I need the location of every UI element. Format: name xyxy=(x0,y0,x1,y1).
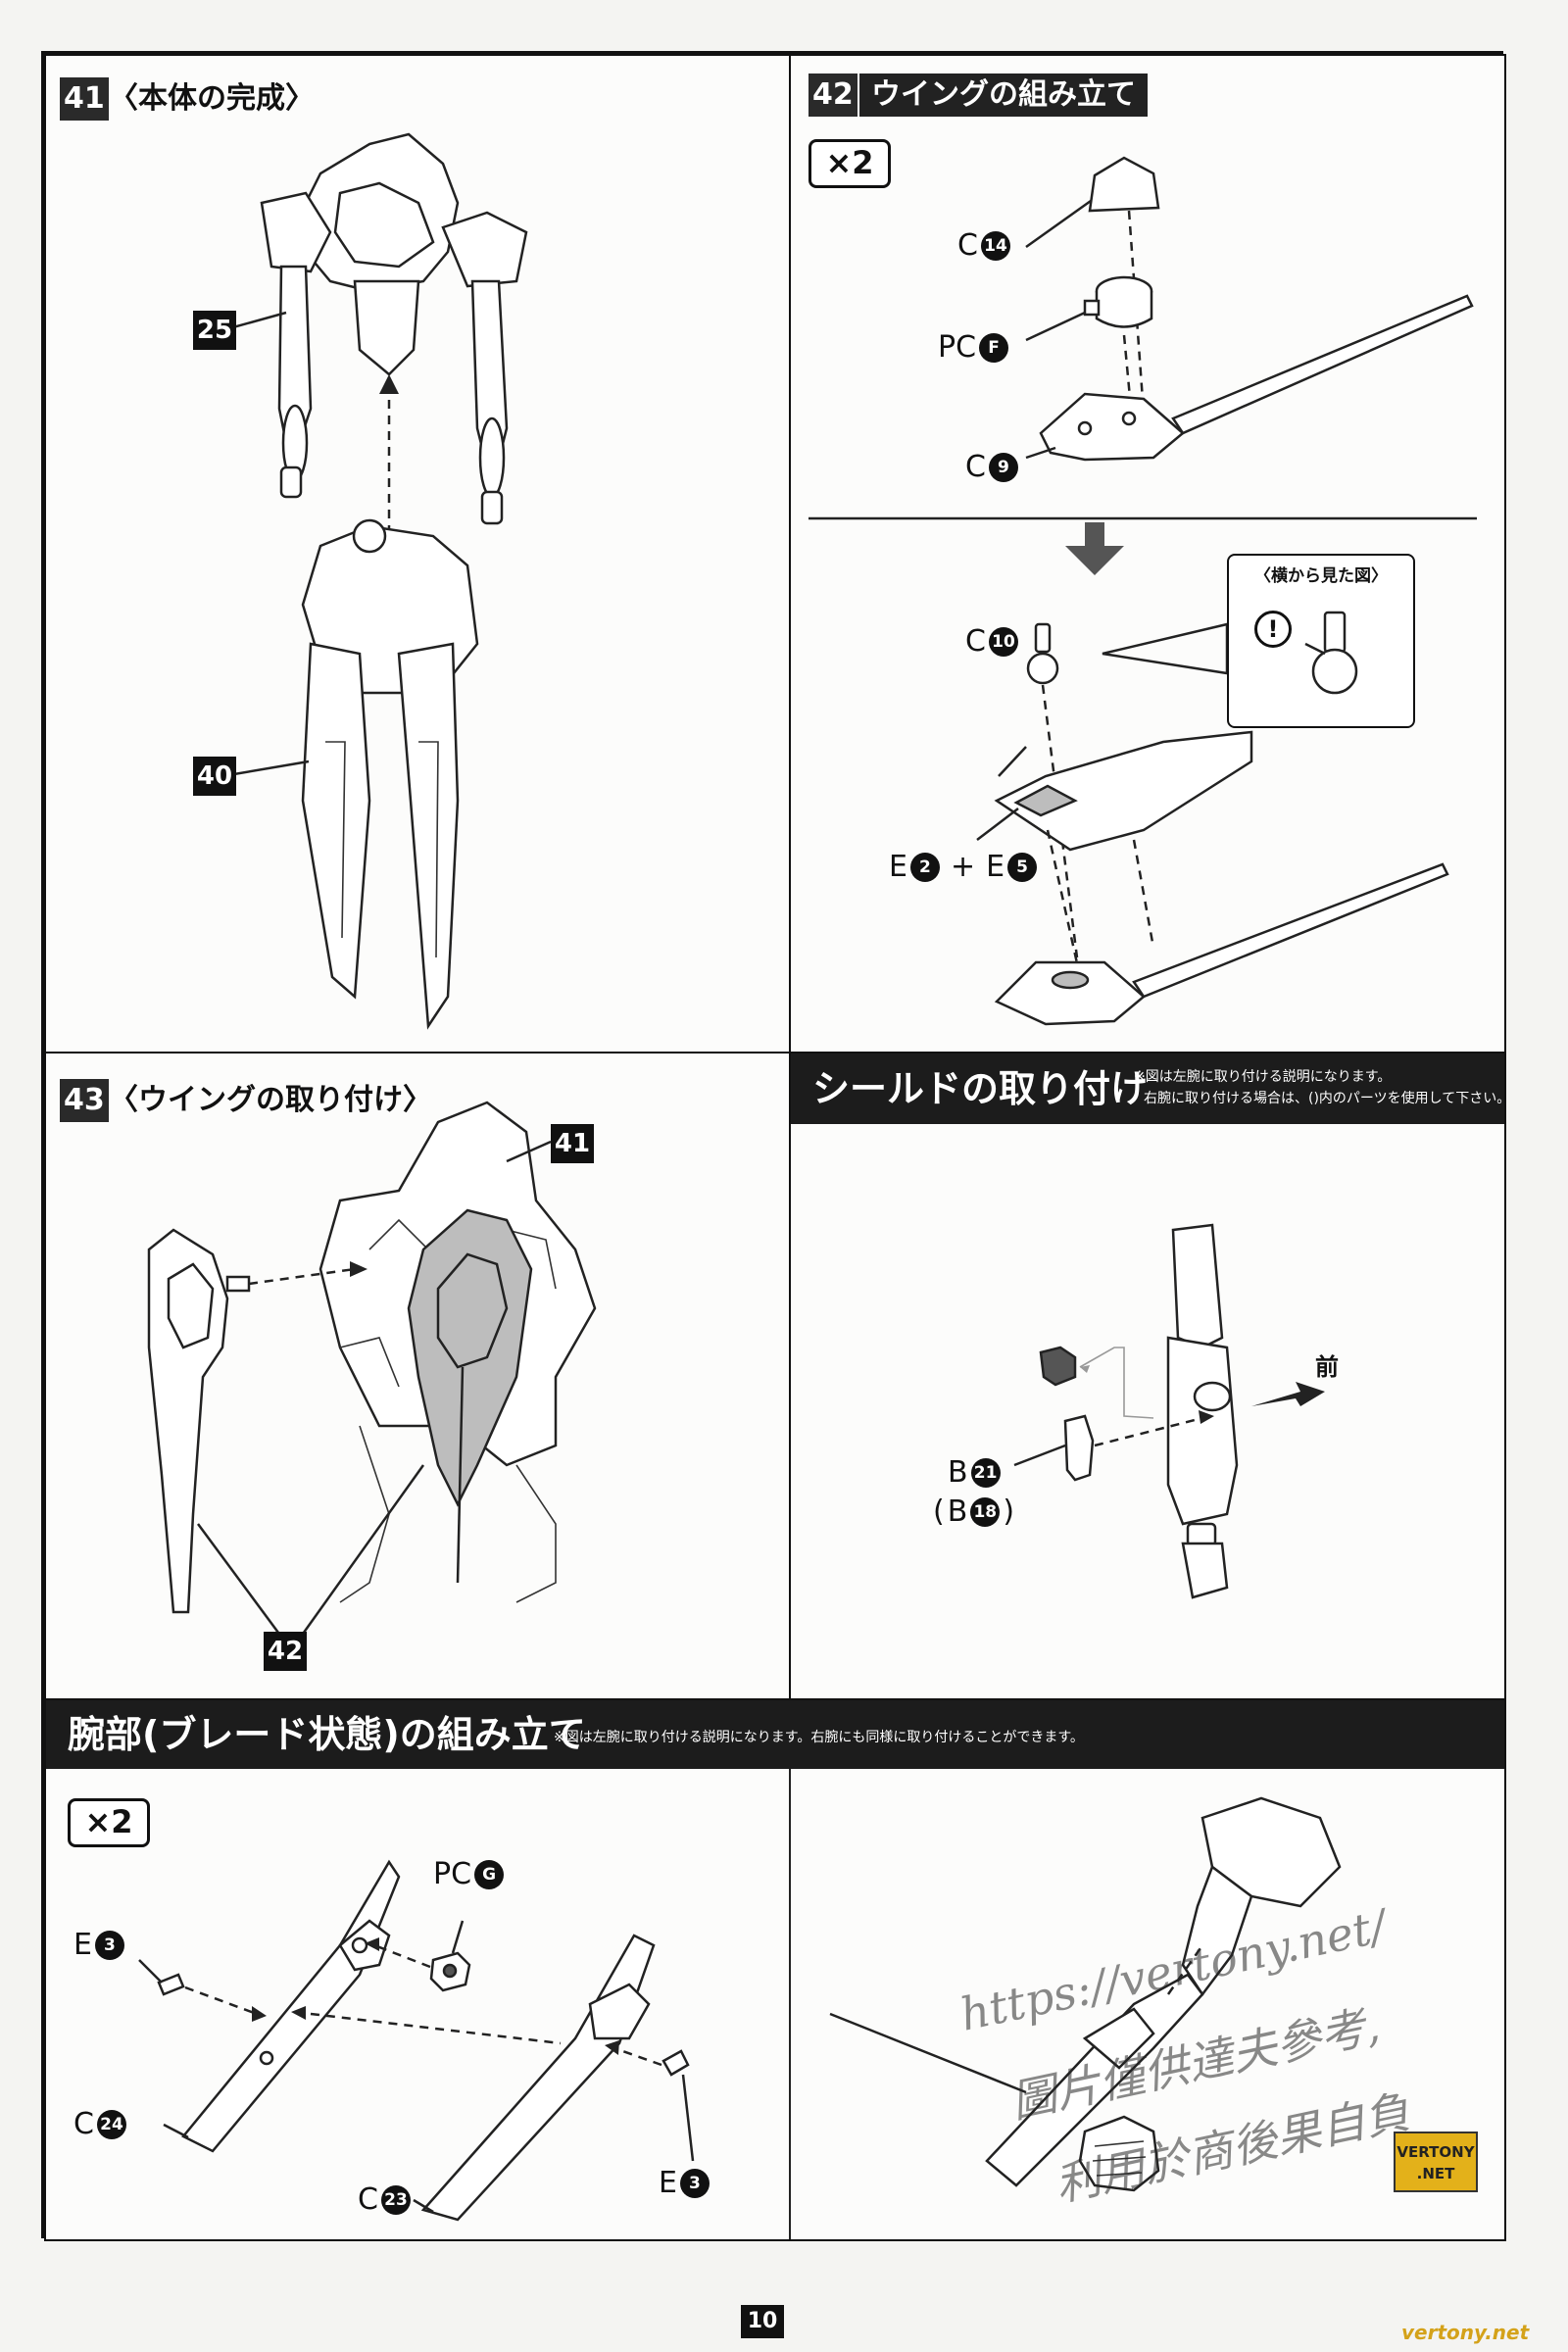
part-number: F xyxy=(979,333,1009,363)
part-letter: C xyxy=(74,2107,94,2141)
part-number: 14 xyxy=(980,231,1010,261)
part-number: 23 xyxy=(380,2185,411,2215)
part-number: 18 xyxy=(970,1497,1001,1527)
arm-multiplier-badge: ×2 xyxy=(68,1798,150,1847)
part-letter: E xyxy=(74,1928,92,1962)
part-tag-40: 40 xyxy=(193,757,236,796)
logo-line-2: .NET xyxy=(1416,2165,1455,2182)
arm-panel: 腕部(ブレード状態)の組み立て ※図は左腕に取り付ける説明になります。右腕にも同… xyxy=(44,1698,1506,2241)
side-view-peg xyxy=(1304,611,1358,695)
arm-note: ※図は左腕に取り付ける説明になります。右腕にも同様に取り付けることができます。 xyxy=(554,1730,1084,1745)
arm-title: 腕部(ブレード状態)の組み立て xyxy=(68,1713,586,1756)
part-number: 5 xyxy=(1007,853,1038,882)
part-number: 3 xyxy=(94,1931,124,1960)
site-watermark: vertony.net xyxy=(1401,2321,1530,2344)
step-43-panel: 43 〈ウイングの取り付け〉 41 42 xyxy=(44,1052,791,1700)
logo-line-1: VERTONY xyxy=(1396,2143,1475,2161)
arm-illustration xyxy=(138,1796,1342,2222)
part-letter: E xyxy=(889,850,907,884)
part-letter: C xyxy=(957,228,978,263)
part-letter: C xyxy=(965,624,986,659)
step-43-illustration xyxy=(147,1101,597,1638)
front-label: 前 xyxy=(1315,1353,1339,1381)
step-41-title: 〈本体の完成〉 xyxy=(109,81,315,116)
part-tag-25: 25 xyxy=(193,311,236,350)
shield-illustration xyxy=(1013,1223,1325,1599)
part-number: 3 xyxy=(679,2169,710,2198)
part-number: 9 xyxy=(988,453,1018,482)
part-letter: PC xyxy=(433,1857,472,1891)
step-41-number: 41 xyxy=(60,77,109,121)
shield-panel: シールドの取り付け ※図は左腕に取り付ける説明になります。 右腕に取り付ける場合… xyxy=(789,1052,1506,1700)
warning-icon: ! xyxy=(1254,611,1292,648)
step-41-illustration xyxy=(221,132,528,1030)
shield-title: シールドの取り付け xyxy=(812,1067,1149,1110)
part-letter: PC xyxy=(938,330,977,365)
manual-page: 41 〈本体の完成〉 xyxy=(41,51,1506,2241)
side-view-callout: 〈横から見た図〉 ! xyxy=(1227,554,1415,728)
part-letter: C xyxy=(965,450,986,484)
part-letter: E xyxy=(659,2166,677,2200)
part-letter: B xyxy=(947,1494,968,1529)
vertony-logo: VERTONY .NET xyxy=(1394,2132,1478,2192)
multiplier-badge: ×2 xyxy=(808,139,891,188)
step-42-panel: 42 ウイングの組み立て ×2 xyxy=(789,54,1506,1054)
part-letter: E xyxy=(986,850,1005,884)
warning-icon-glyph: ! xyxy=(1267,615,1279,643)
part-number: 21 xyxy=(970,1458,1001,1488)
part-tag-41: 41 xyxy=(551,1124,594,1163)
part-letter: B xyxy=(948,1455,968,1490)
callout-title: 〈横から見た図〉 xyxy=(1254,566,1388,586)
part-number: 2 xyxy=(909,853,940,882)
shield-header: シールドの取り付け ※図は左腕に取り付ける説明になります。 右腕に取り付ける場合… xyxy=(791,1054,1506,1124)
part-number: G xyxy=(474,1860,505,1889)
step-42-number: 42 xyxy=(808,74,858,117)
step-42-illustration xyxy=(808,156,1477,1026)
arm-header: 腕部(ブレード状態)の組み立て ※図は左腕に取り付ける説明になります。右腕にも同… xyxy=(46,1700,1504,1769)
shield-note-2: 右腕に取り付ける場合は、()内のパーツを使用して下さい。 xyxy=(1144,1091,1506,1106)
step-43-number: 43 xyxy=(60,1079,109,1122)
page-number: 10 xyxy=(741,2305,784,2338)
shield-note-1: ※図は左腕に取り付ける説明になります。 xyxy=(1134,1069,1392,1085)
part-tag-42: 42 xyxy=(264,1632,307,1671)
part-letter: C xyxy=(358,2182,378,2217)
step-41-panel: 41 〈本体の完成〉 xyxy=(44,54,791,1054)
step-42-title: ウイングの組み立て xyxy=(859,74,1148,117)
arm-divider xyxy=(789,1769,791,2239)
part-number: 10 xyxy=(988,627,1018,657)
part-number: 24 xyxy=(96,2110,126,2139)
plus-sign: + xyxy=(950,850,976,884)
step-43-title: 〈ウイングの取り付け〉 xyxy=(109,1083,432,1117)
